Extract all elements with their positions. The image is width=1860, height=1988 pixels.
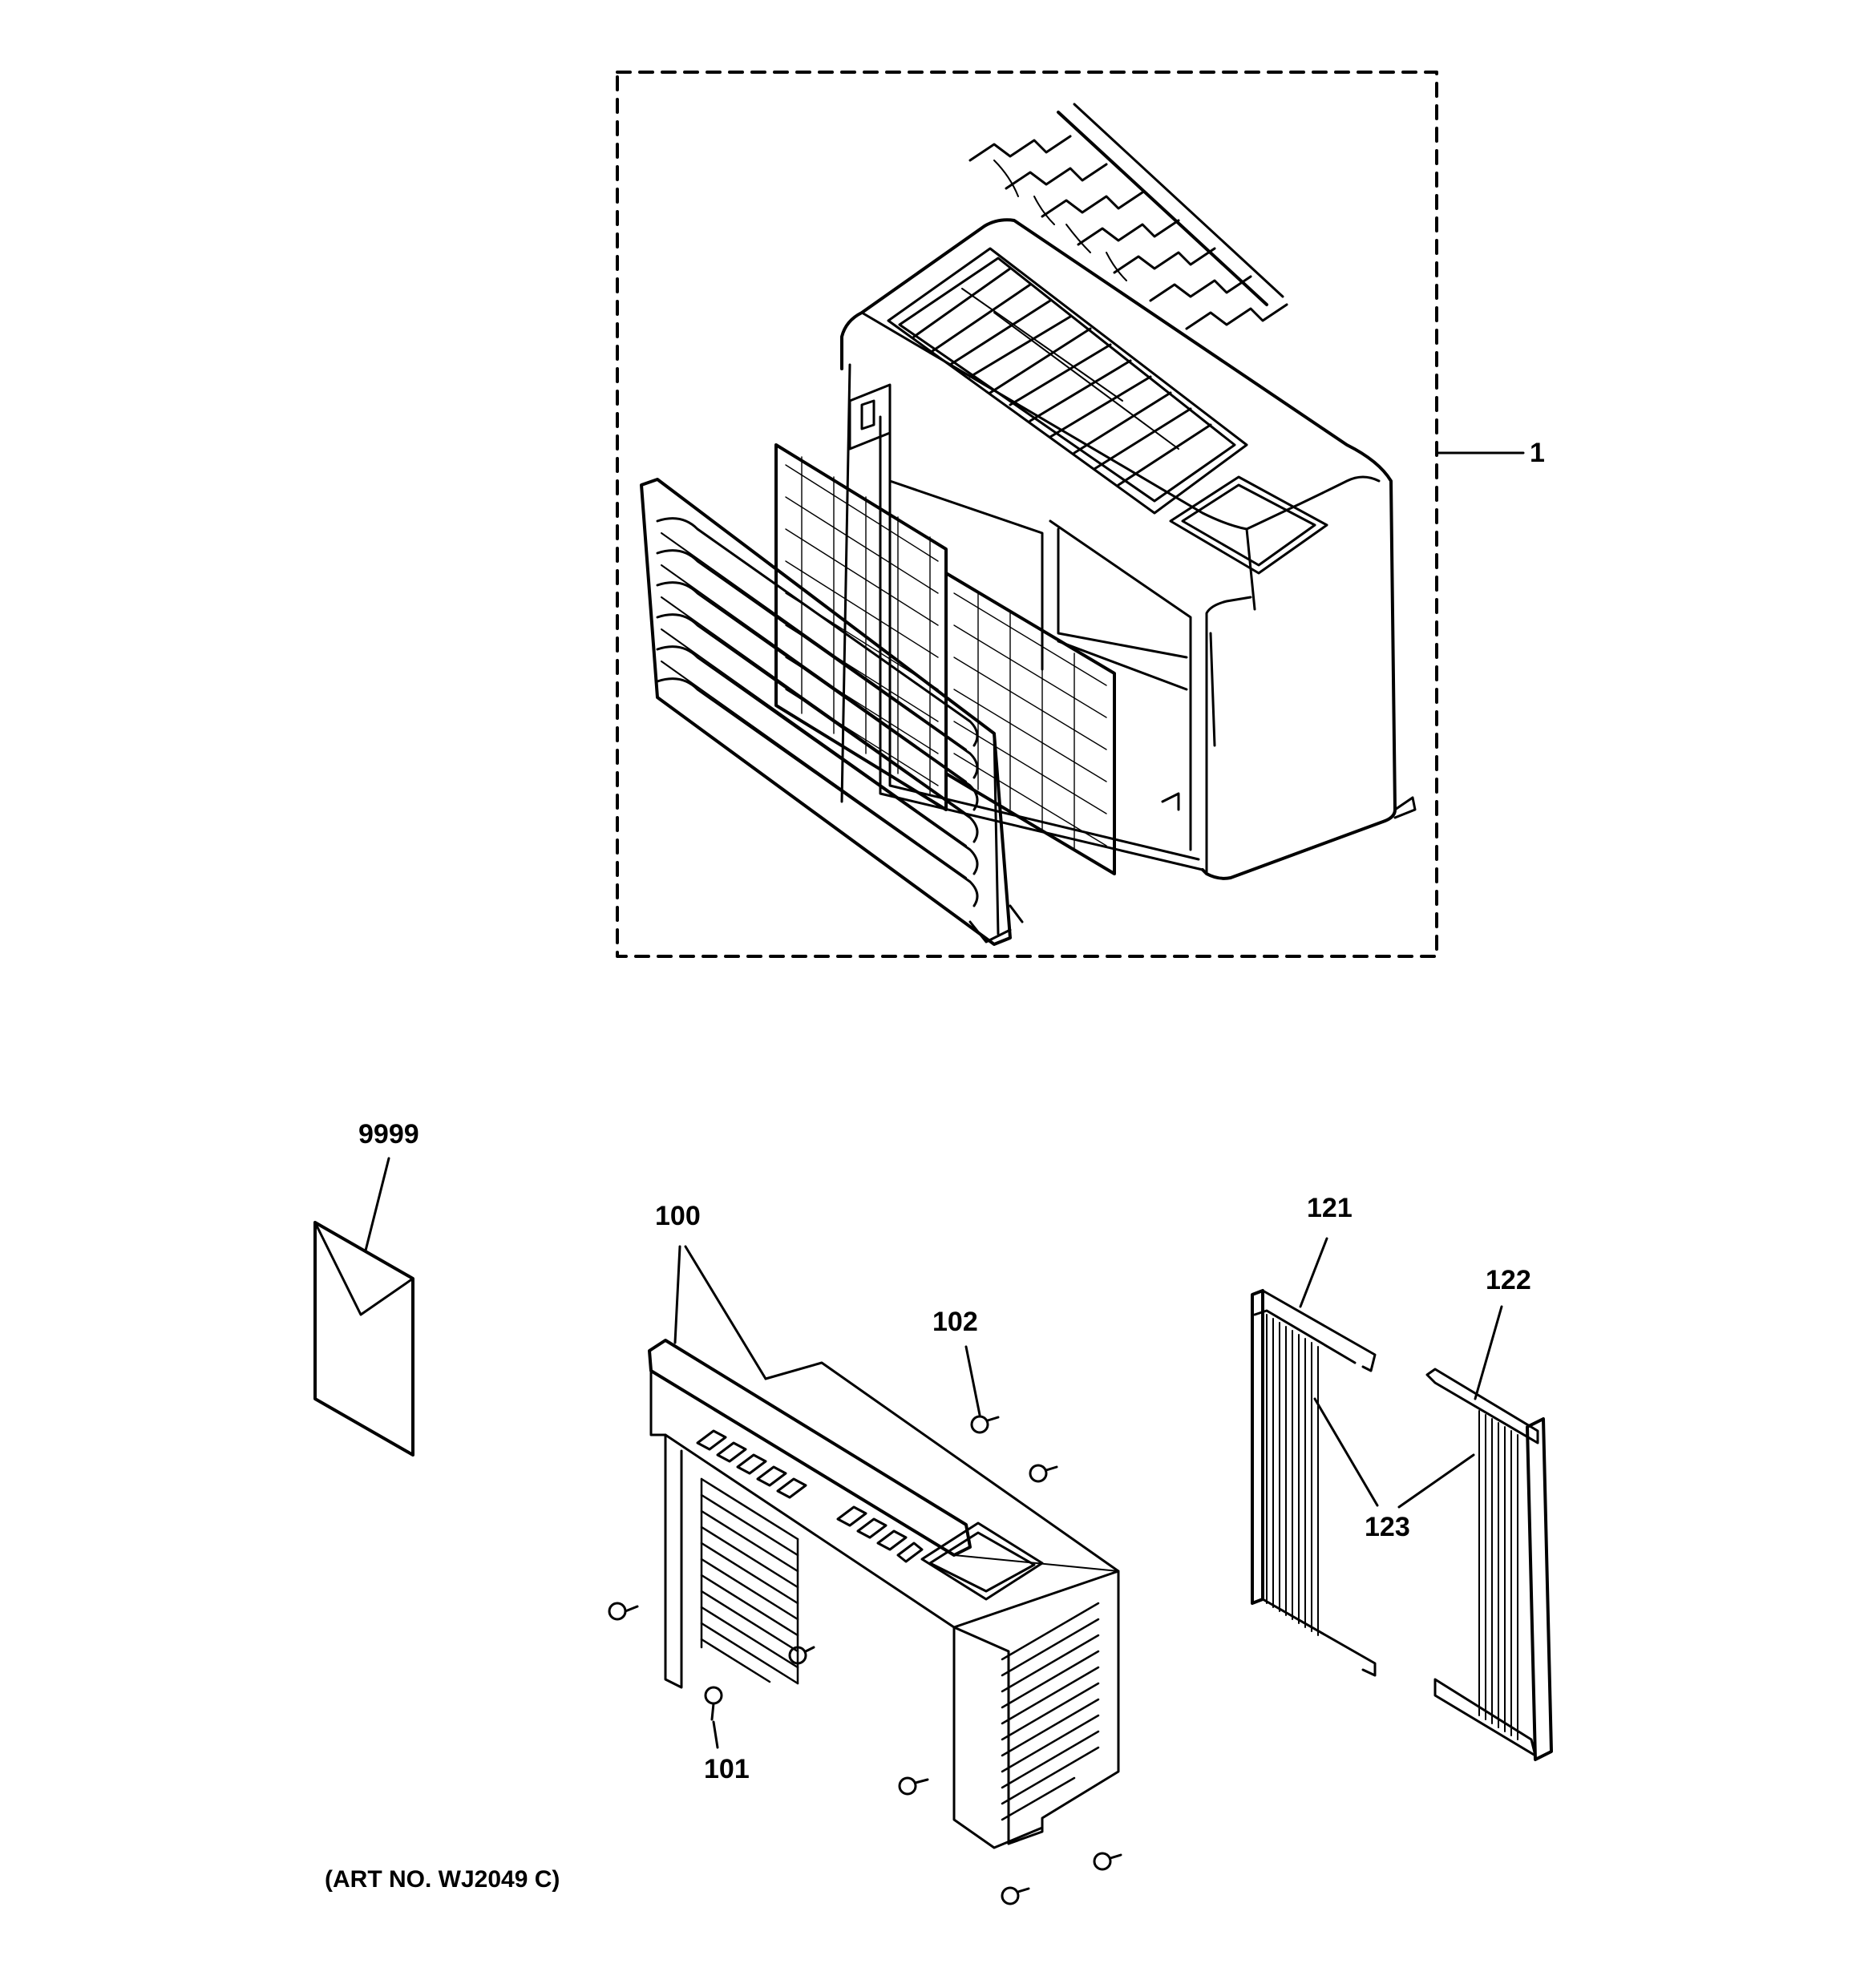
air-filter-panel (774, 443, 1116, 875)
control-panel-outline (1169, 475, 1328, 575)
room-cabinet-housing (840, 218, 1417, 880)
callout-1: 1 (1530, 438, 1545, 468)
callout-122: 122 (1486, 1265, 1531, 1295)
callout-100-leader-b (684, 1245, 767, 1380)
callout-123: 123 (1365, 1512, 1410, 1542)
callout-123-leader-a (1313, 1397, 1379, 1507)
top-slot-vents (696, 1429, 924, 1563)
callout-122-leader (1474, 1305, 1503, 1400)
screws-101-102 (608, 1415, 1122, 1905)
callout-121-leader (1299, 1237, 1328, 1308)
callout-123-leader-b (1397, 1453, 1475, 1509)
callout-102-leader (964, 1345, 981, 1416)
callout-9999-leader (364, 1157, 390, 1252)
assembly-1-group (616, 71, 1525, 958)
assembly-1-dashed-boundary (616, 71, 1438, 958)
callout-101: 101 (704, 1754, 750, 1784)
top-discharge-grille (887, 247, 1248, 515)
side-curtain-122 (1425, 1305, 1553, 1761)
literature-envelope-9999 (313, 1157, 414, 1457)
right-side-louvers (1001, 1602, 1100, 1821)
side-curtain-121 (1251, 1237, 1377, 1677)
callout-101-leader (712, 1720, 719, 1749)
outer-case-group (608, 1245, 1122, 1905)
louver-vane-assembly (968, 103, 1288, 330)
callout-102: 102 (932, 1307, 978, 1337)
top-rail-100 (648, 1339, 972, 1557)
callout-100-leader-a (673, 1245, 681, 1344)
callout-100: 100 (655, 1201, 701, 1231)
art-number-label: (ART NO. WJ2049 C) (325, 1866, 560, 1893)
left-side-louvers (700, 1477, 799, 1685)
callout-9999: 9999 (358, 1119, 419, 1150)
front-grille-panel (640, 478, 1024, 946)
callout-121: 121 (1307, 1193, 1353, 1223)
